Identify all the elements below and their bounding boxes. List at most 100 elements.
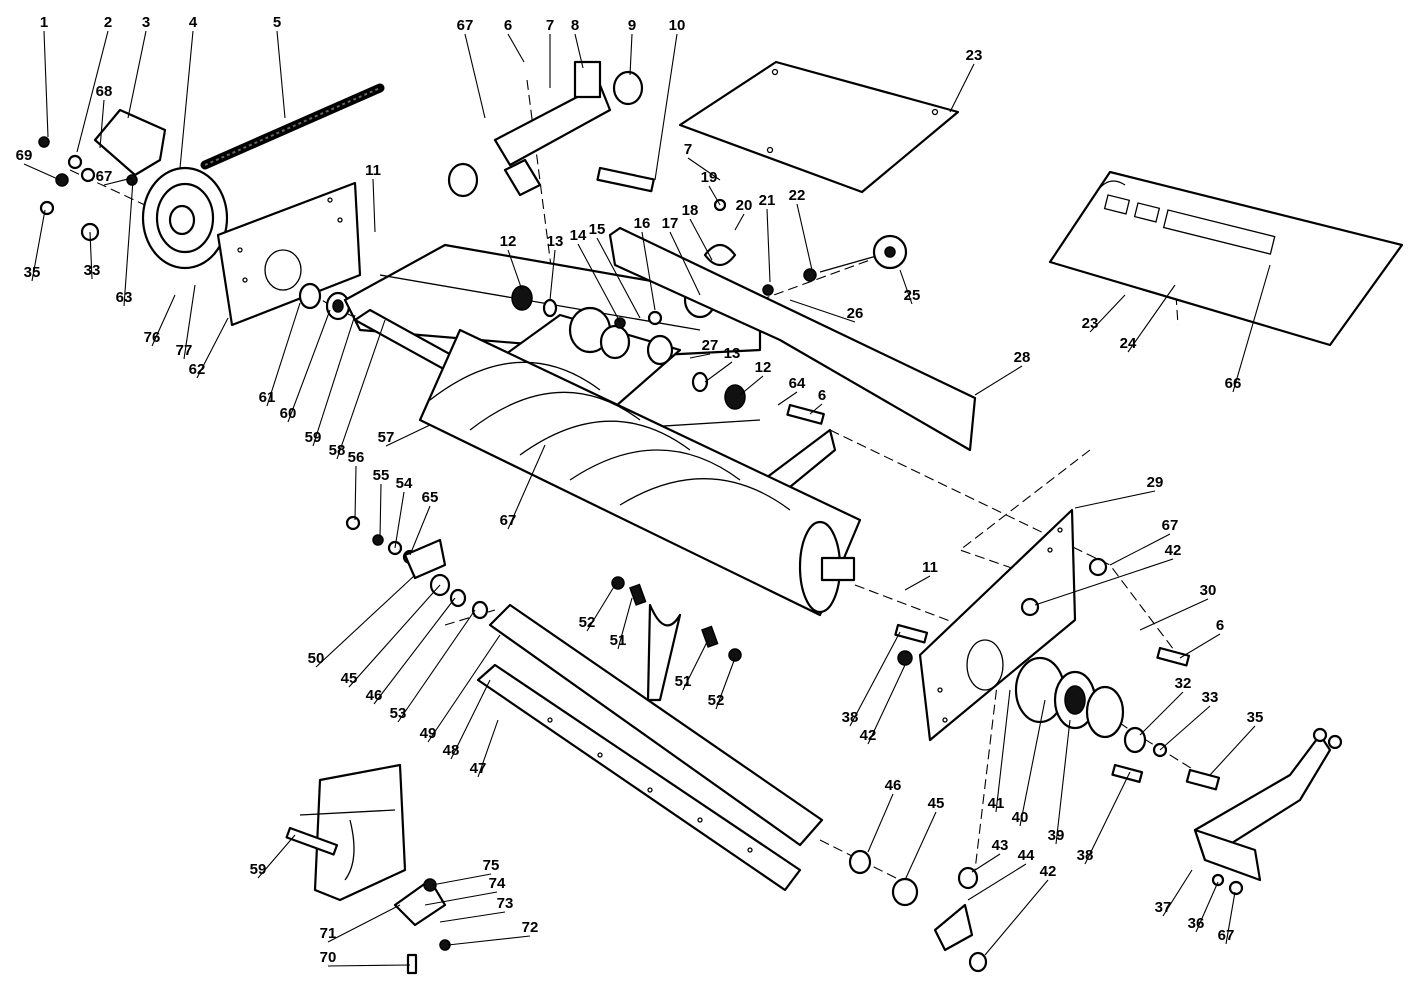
leader-line-42b — [867, 664, 906, 745]
leader-line-76 — [151, 294, 176, 347]
part-number-67e: 67 — [1218, 927, 1235, 944]
callout-54: 54 — [394, 475, 413, 549]
leader-line-44 — [967, 863, 1027, 901]
leader-line-16 — [641, 231, 656, 311]
leader-line-33a — [89, 231, 93, 280]
side-plate-62 — [216, 181, 362, 327]
part-number-77: 77 — [176, 342, 193, 359]
part-number-69: 69 — [16, 147, 33, 164]
callout-62: 62 — [189, 317, 229, 379]
skid-inset — [285, 763, 451, 975]
part-number-37: 37 — [1155, 899, 1172, 916]
callout-37: 37 — [1155, 869, 1193, 917]
leader-line-45a — [348, 584, 441, 688]
callout-74: 74 — [424, 875, 506, 906]
leader-line-25 — [899, 269, 913, 305]
callout-72: 72 — [447, 919, 539, 946]
part-number-54: 54 — [396, 475, 413, 492]
callout-28: 28 — [974, 349, 1030, 396]
part-number-23b: 23 — [1082, 315, 1099, 332]
leader-line-33b — [1159, 705, 1211, 751]
leader-line-24 — [1127, 284, 1176, 353]
callout-6c: 6 — [1179, 617, 1224, 659]
callout-27: 27 — [689, 337, 718, 359]
part-number-72: 72 — [522, 919, 539, 936]
leader-line-57 — [385, 424, 431, 447]
part-number-42b: 42 — [860, 727, 877, 744]
leader-line-42c — [984, 879, 1049, 956]
part-number-42c: 42 — [1040, 863, 1057, 880]
leader-line-32 — [1139, 691, 1184, 736]
callout-8: 8 — [571, 17, 584, 69]
leader-line-12b — [739, 375, 764, 396]
callout-42c: 42 — [984, 863, 1057, 956]
part-number-47: 47 — [470, 760, 487, 777]
callout-67e: 67 — [1218, 891, 1236, 945]
part-number-74: 74 — [489, 875, 506, 892]
leader-line-70 — [327, 964, 411, 967]
callout-2: 2 — [76, 14, 112, 153]
part-number-7b: 7 — [684, 141, 692, 158]
leader-line-30 — [1139, 598, 1209, 631]
leader-line-5 — [276, 30, 286, 119]
part-number-17: 17 — [662, 215, 679, 232]
leader-line-9 — [629, 33, 633, 76]
shield-plate-66 — [1048, 170, 1404, 347]
callout-25: 25 — [899, 269, 920, 305]
leader-line-53 — [397, 609, 476, 723]
leader-line-58 — [336, 319, 386, 460]
callout-13a: 13 — [547, 233, 563, 301]
part-number-64: 64 — [789, 375, 806, 392]
part-number-52b: 52 — [708, 692, 725, 709]
part-number-5: 5 — [273, 14, 281, 31]
leader-line-55 — [379, 483, 382, 539]
callout-71: 71 — [320, 904, 401, 943]
side-plate-29 — [918, 508, 1077, 742]
callout-13b: 13 — [704, 345, 740, 383]
leader-line-75 — [431, 873, 492, 886]
leader-line-51b — [682, 639, 709, 691]
part-number-9: 9 — [628, 17, 636, 34]
part-number-8: 8 — [571, 17, 579, 34]
callout-32: 32 — [1139, 675, 1191, 736]
leader-line-19 — [708, 185, 721, 206]
leader-line-12a — [507, 249, 523, 291]
part-number-52a: 52 — [579, 614, 596, 631]
part-number-45b: 45 — [928, 795, 945, 812]
part-number-33a: 33 — [84, 262, 101, 279]
part-number-26: 26 — [847, 305, 864, 322]
part-number-67c: 67 — [500, 512, 517, 529]
callout-19: 19 — [701, 169, 721, 206]
part-number-41: 41 — [988, 795, 1005, 812]
leader-line-72 — [447, 935, 531, 946]
leader-line-73 — [439, 911, 506, 923]
leader-line-3 — [127, 30, 147, 119]
part-number-42a: 42 — [1165, 542, 1182, 559]
callout-3: 3 — [127, 14, 150, 119]
leader-line-7b — [687, 157, 721, 181]
leader-line-39 — [1055, 719, 1071, 845]
part-number-44: 44 — [1018, 847, 1035, 864]
leader-line-41 — [995, 689, 1011, 813]
part-number-1: 1 — [40, 14, 48, 31]
part-number-67b: 67 — [96, 168, 113, 185]
bearing-housing-39-41 — [1014, 656, 1168, 758]
part-number-33b: 33 — [1202, 689, 1219, 706]
callout-40: 40 — [1012, 699, 1046, 827]
callout-38b: 38 — [1077, 771, 1131, 865]
leader-line-77 — [183, 284, 196, 360]
callout-57: 57 — [378, 424, 431, 447]
leader-line-38b — [1084, 771, 1131, 865]
leader-line-43 — [971, 853, 1001, 873]
part-number-7a: 7 — [546, 17, 554, 34]
leader-line-23b — [1089, 294, 1126, 333]
callout-43: 43 — [971, 837, 1008, 873]
part-number-70: 70 — [320, 949, 337, 966]
callout-46a: 46 — [366, 597, 456, 705]
part-number-68: 68 — [96, 83, 113, 100]
callout-20: 20 — [734, 197, 752, 231]
callout-63: 63 — [116, 179, 134, 307]
part-number-55: 55 — [373, 467, 390, 484]
part-number-38b: 38 — [1077, 847, 1094, 864]
